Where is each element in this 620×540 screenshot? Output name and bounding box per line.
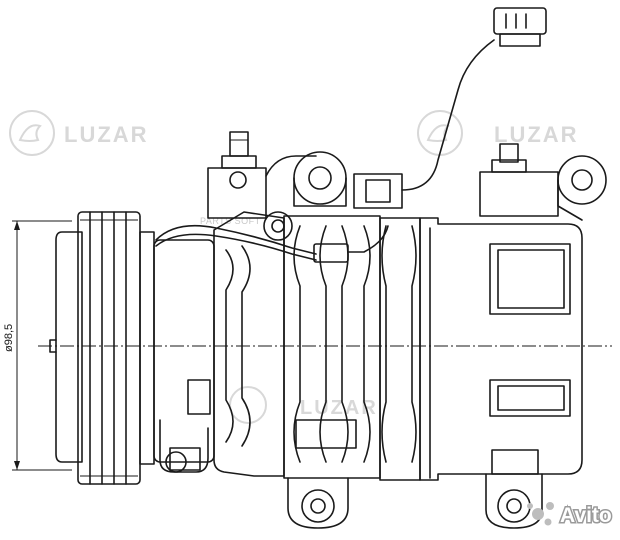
pulley (49, 211, 155, 485)
clutch-coil (153, 239, 215, 473)
diameter-label: ø98,5 (3, 324, 15, 352)
compressor-body (213, 211, 583, 481)
luzar-text-right: LUZAR (494, 122, 579, 147)
luzar-text-center: LUZAR (300, 397, 378, 419)
luzar-watermark-center: LUZAR (229, 386, 378, 424)
avito-text-shadow: Avito (560, 504, 612, 527)
diameter-dimension: ø98,5 (3, 220, 72, 471)
top-left-port (207, 131, 347, 241)
wire-harness (155, 224, 389, 263)
bottom-mount-left (287, 419, 357, 529)
avito-watermark: Avito Avito (527, 502, 613, 529)
luzar-text-left: LUZAR (64, 122, 149, 147)
avito-text: Avito (560, 504, 612, 527)
top-right-port (479, 143, 607, 221)
luzar-watermark-left: LUZAR (9, 110, 149, 156)
electrical-connector (353, 7, 547, 209)
